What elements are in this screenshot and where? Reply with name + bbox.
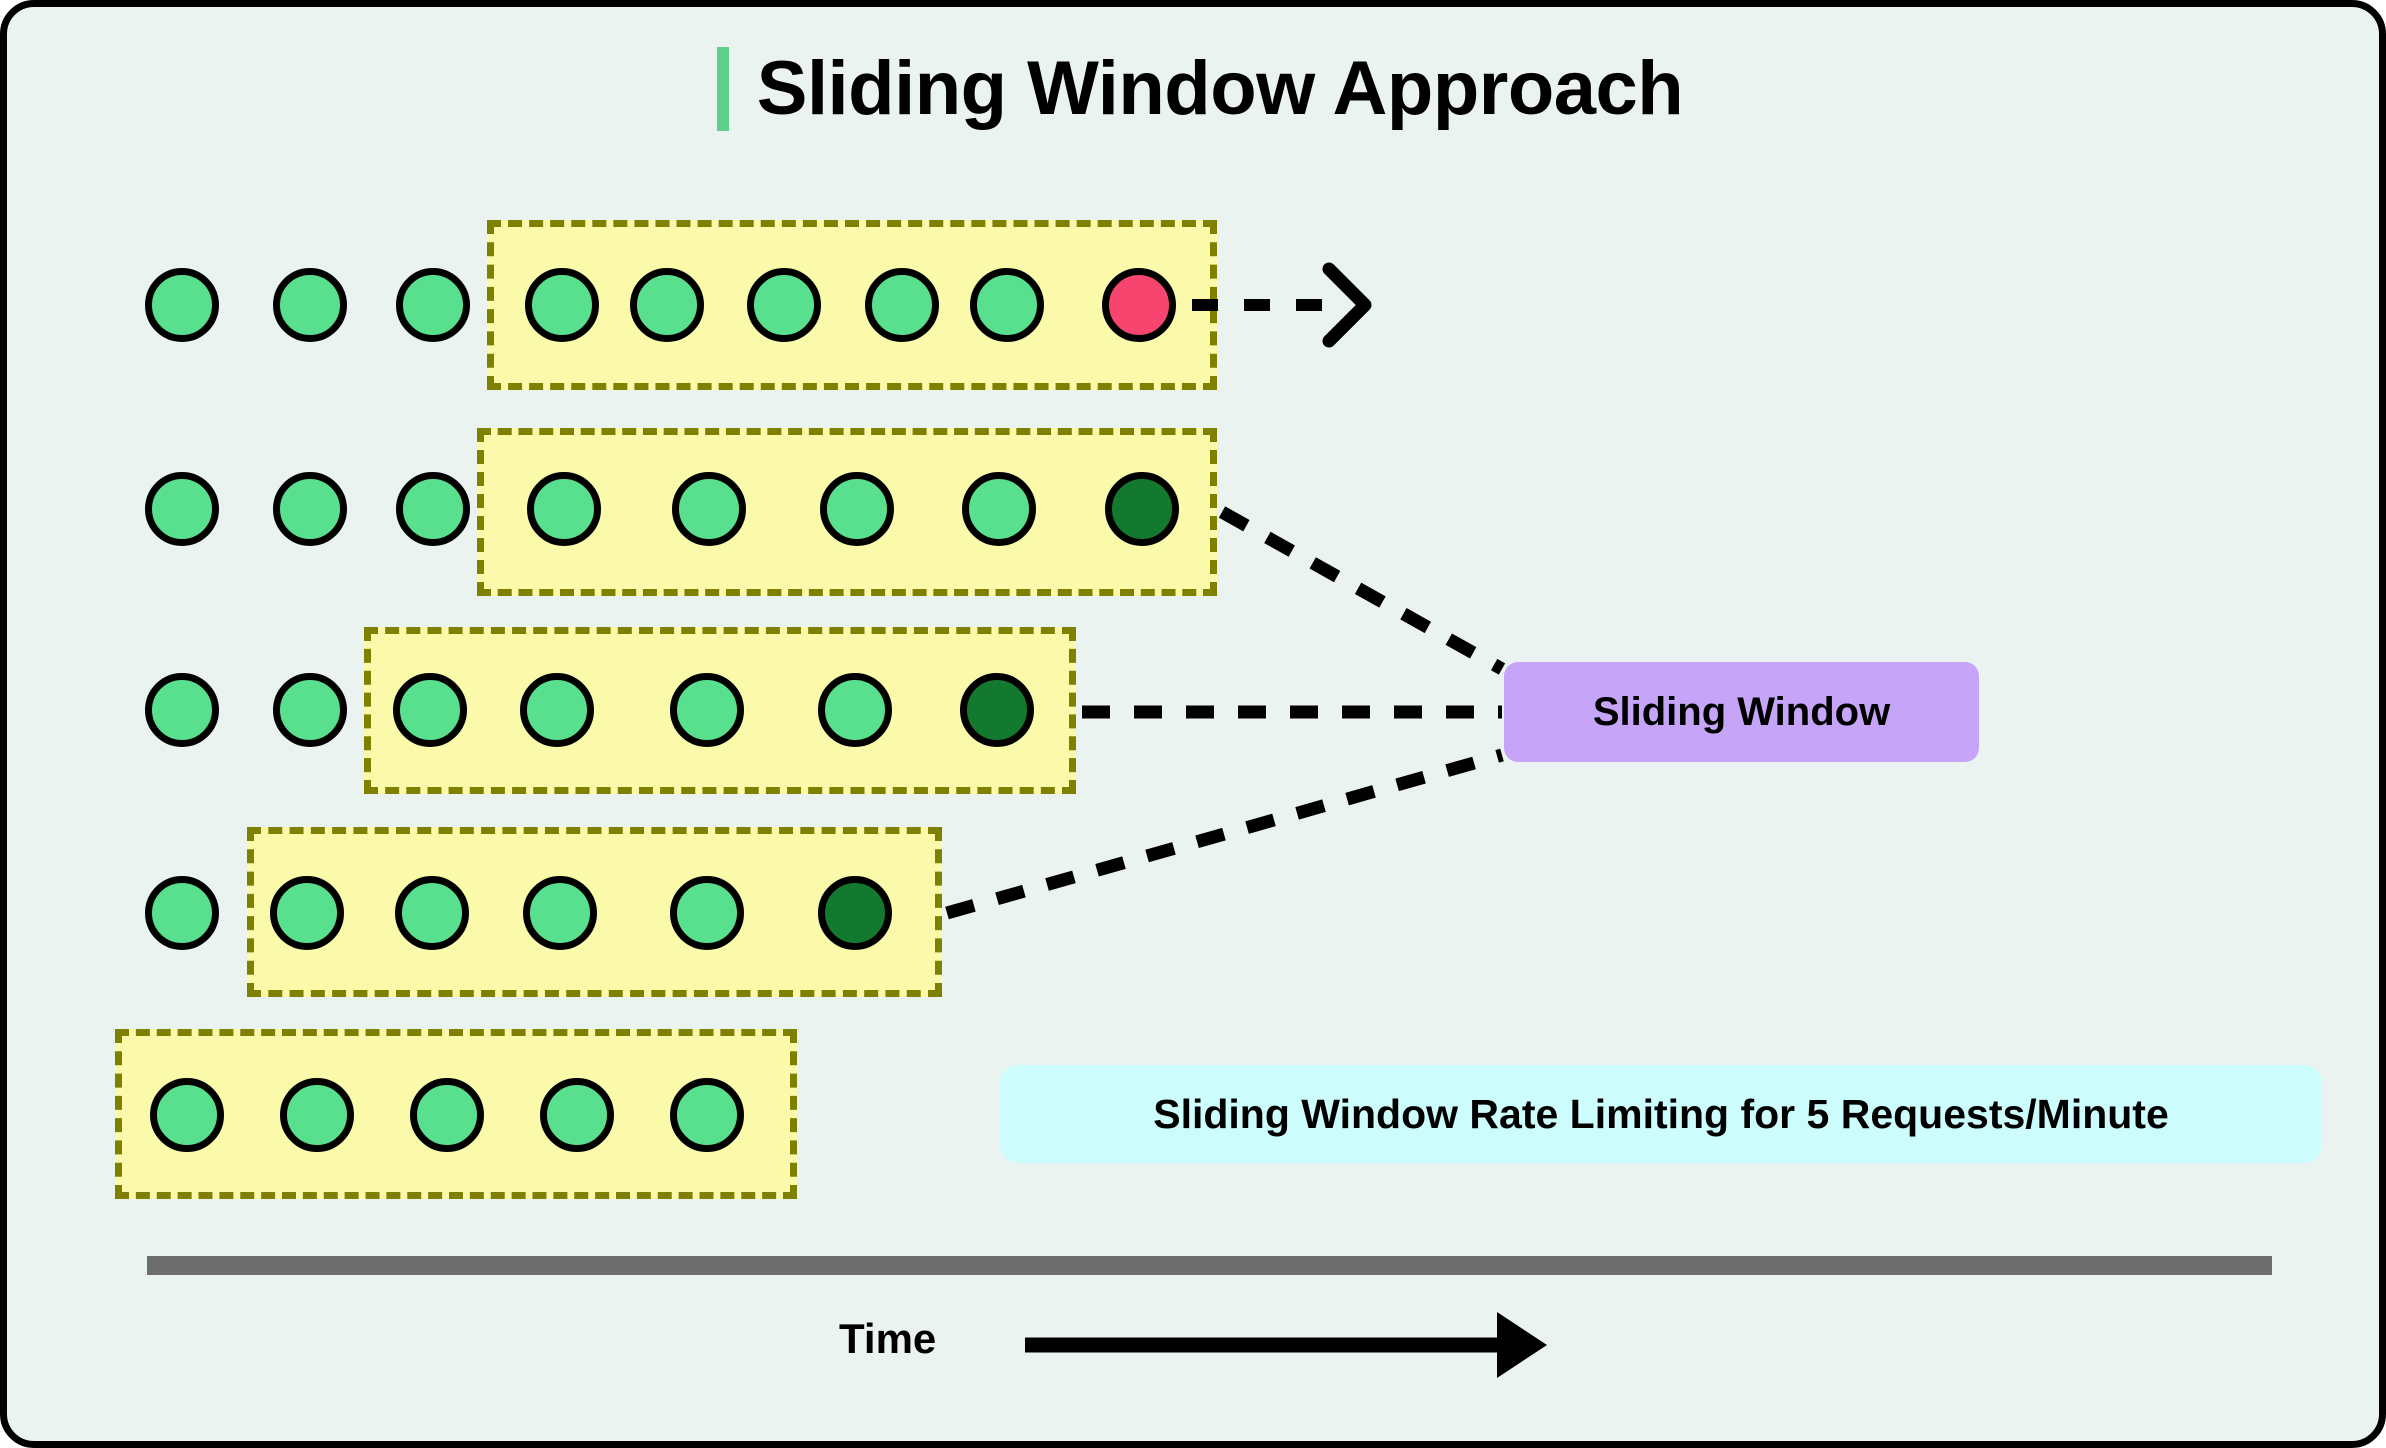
request-dot-allowed-r5-5 [670, 1078, 744, 1152]
request-dot-blocked-r1-6 [1102, 268, 1176, 342]
request-dot-allowed-r4-1 [270, 876, 344, 950]
caption-box: Sliding Window Rate Limiting for 5 Reque… [1000, 1065, 2322, 1163]
request-dot-outside-r2-1 [145, 472, 219, 546]
request-dot-allowed-r2-4 [962, 472, 1036, 546]
sliding-window-box-1[interactable] [487, 220, 1217, 390]
time-axis-bar [147, 1256, 2272, 1275]
request-dot-allowed-r5-1 [150, 1078, 224, 1152]
request-dot-outside-r1-1 [145, 268, 219, 342]
request-dot-allowed-r2-1 [527, 472, 601, 546]
request-dot-outside-r3-1 [145, 673, 219, 747]
caption-label: Sliding Window Rate Limiting for 5 Reque… [1153, 1090, 2169, 1137]
request-dot-allowed-r3-2 [520, 673, 594, 747]
request-dot-allowed-r4-4 [670, 876, 744, 950]
request-dot-boundary-r2-5 [1105, 472, 1179, 546]
request-dot-boundary-r4-5 [818, 876, 892, 950]
title-accent-bar [716, 47, 729, 131]
request-dot-allowed-r3-4 [818, 673, 892, 747]
request-dot-outside-r2-2 [273, 472, 347, 546]
sliding-window-callout-label: Sliding Window [1592, 689, 1891, 734]
request-dot-allowed-r5-2 [280, 1078, 354, 1152]
request-dot-allowed-r4-2 [395, 876, 469, 950]
row2-callout-connector [1218, 506, 1506, 675]
request-dot-allowed-r3-1 [393, 673, 467, 747]
request-dot-allowed-r4-3 [523, 876, 597, 950]
time-axis-label: Time [839, 1315, 937, 1362]
request-dot-outside-r1-2 [273, 268, 347, 342]
request-dot-allowed-r1-5 [970, 268, 1044, 342]
sliding-window-callout[interactable]: Sliding Window [1504, 662, 1979, 762]
request-dot-allowed-r5-3 [410, 1078, 484, 1152]
request-dot-outside-r3-2 [273, 673, 347, 747]
request-dot-allowed-r1-4 [865, 268, 939, 342]
row1-arrow-head-icon [1322, 262, 1372, 348]
request-dot-outside-r1-3 [396, 268, 470, 342]
request-dot-allowed-r1-2 [630, 268, 704, 342]
page-title-text: Sliding Window Approach [756, 46, 1684, 131]
request-dot-outside-r4-1 [145, 876, 219, 950]
request-dot-allowed-r5-4 [540, 1078, 614, 1152]
request-dot-allowed-r1-1 [525, 268, 599, 342]
request-dot-boundary-r3-5 [960, 673, 1034, 747]
request-dot-allowed-r2-3 [820, 472, 894, 546]
page-title: Sliding Window Approach [7, 46, 2379, 131]
time-axis-arrow-head-icon [1497, 1312, 1547, 1378]
request-dot-outside-r2-3 [396, 472, 470, 546]
request-dot-allowed-r2-2 [672, 472, 746, 546]
request-dot-allowed-r3-3 [670, 673, 744, 747]
request-dot-allowed-r1-3 [747, 268, 821, 342]
